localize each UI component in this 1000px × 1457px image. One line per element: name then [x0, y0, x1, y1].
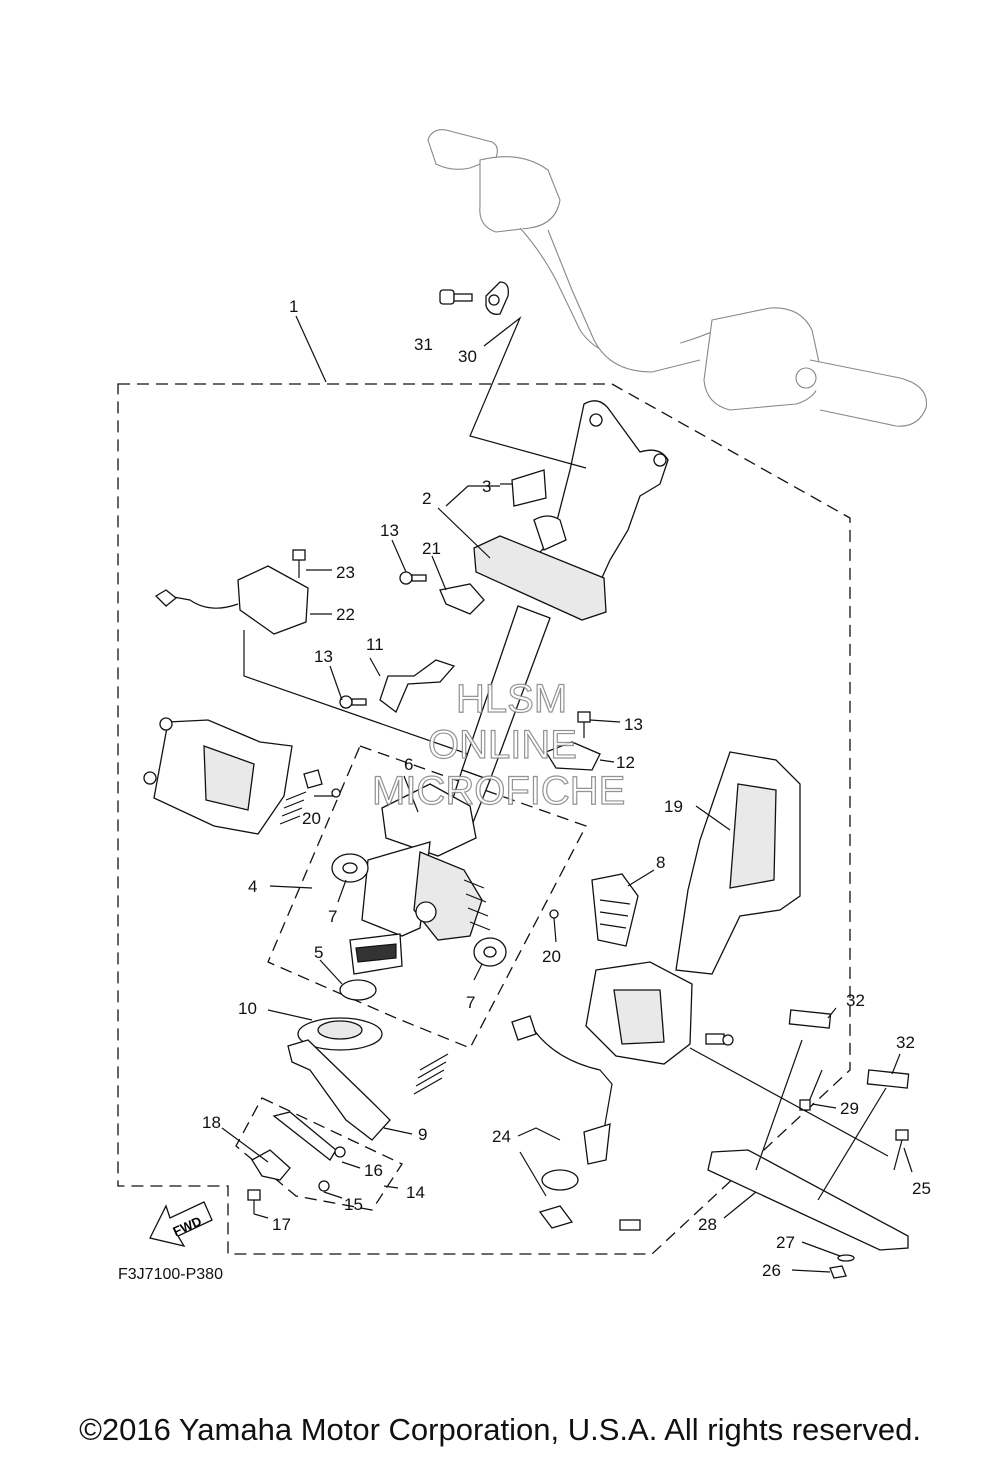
washer-20-right: [549, 909, 559, 919]
disc-10: [297, 1017, 383, 1051]
assembly-boundary: [117, 383, 851, 1255]
callout-20a: 20: [302, 809, 321, 828]
callout-24: 24: [492, 1127, 511, 1146]
bracket-12: [545, 741, 601, 771]
callout-9: 9: [418, 1125, 427, 1144]
callout-3: 3: [482, 477, 491, 496]
washer-27: [837, 1254, 855, 1262]
watermark: HLSM ONLINE MICROFICHE: [371, 676, 626, 813]
bolt-right-housing: [705, 1033, 734, 1046]
callout-1: 1: [289, 297, 298, 316]
callout-25: 25: [912, 1179, 931, 1198]
subassembly-boundary: [267, 745, 587, 1049]
callout-7a: 7: [328, 907, 337, 926]
callout-7b: 7: [466, 993, 475, 1012]
sensor-22: [154, 565, 309, 635]
callout-32a: 32: [846, 991, 865, 1010]
bracket-11: [379, 659, 456, 714]
handlebar-ghost: [427, 129, 928, 427]
callout-30: 30: [458, 347, 477, 366]
callout-18: 18: [202, 1113, 221, 1132]
shroud-19: [675, 751, 801, 975]
collar-3: [511, 469, 547, 507]
callout-27: 27: [776, 1233, 795, 1252]
actuator-8: [591, 873, 639, 947]
callout-17: 17: [272, 1215, 291, 1234]
callout-22: 22: [336, 605, 355, 624]
callout-8: 8: [656, 853, 665, 872]
column-assembly: [361, 783, 491, 941]
nut-26: [829, 1265, 847, 1279]
callout-31: 31: [414, 335, 433, 354]
bushing-7-right: [473, 937, 507, 967]
callout-23: 23: [336, 563, 355, 582]
bolt-13-right: [577, 711, 591, 738]
spring-center: [413, 1053, 449, 1095]
callout-14: 14: [406, 1183, 425, 1202]
watermark-line-3: MICROFICHE: [372, 769, 625, 813]
callout-21: 21: [422, 539, 441, 558]
callout-26: 26: [762, 1261, 781, 1280]
callout-13a: 13: [380, 521, 399, 540]
callout-19: 19: [664, 797, 683, 816]
callout-28: 28: [698, 1215, 717, 1234]
gear-nut: [349, 933, 403, 975]
callout-6: 6: [404, 755, 413, 774]
block-32-lower: [866, 1069, 910, 1089]
fwd-arrow: FWD: [149, 1201, 213, 1247]
bushing-7-left: [331, 853, 369, 883]
callout-2: 2: [422, 489, 431, 508]
right-housing: [585, 961, 693, 1065]
bolt-31: [439, 289, 473, 305]
parts-diagram: FWD: [117, 129, 931, 1280]
callout-20b: 20: [542, 947, 561, 966]
callout-12: 12: [616, 753, 635, 772]
callout-16: 16: [364, 1161, 383, 1180]
diagram-code: F3J7100-P380: [118, 1266, 223, 1283]
nut-15: [318, 1180, 330, 1192]
bolt-13-upper: [399, 571, 427, 585]
subassembly-14-boundary: [235, 1097, 403, 1211]
spring-left: [279, 769, 323, 825]
washer-20-left: [331, 788, 341, 798]
steering-bracket: [473, 400, 669, 621]
watermark-line-1: HLSM: [456, 677, 567, 721]
callout-4: 4: [248, 877, 257, 896]
callout-15: 15: [344, 1195, 363, 1214]
watermark-line-2: ONLINE: [428, 723, 577, 767]
bolt-25: [893, 1129, 909, 1171]
nut-16: [334, 1146, 346, 1158]
bolt-23: [292, 549, 306, 578]
copyright-notice: ©2016 Yamaha Motor Corporation, U.S.A. A…: [79, 1412, 921, 1447]
lever-9: [287, 1039, 391, 1141]
clamp-30: [485, 281, 509, 315]
plate-28: [707, 1149, 909, 1251]
callout-13c: 13: [624, 715, 643, 734]
plate-21: [439, 583, 485, 615]
callout-29: 29: [840, 1099, 859, 1118]
callout-32b: 32: [896, 1033, 915, 1052]
bolt-13-middle: [339, 695, 367, 709]
bracket-14: [272, 1111, 337, 1161]
callout-labels: 1 2 3 4 5 6 7 7 8 9 10 11 12 13 13 13 14…: [202, 297, 931, 1280]
callout-13b: 13: [314, 647, 333, 666]
bolt-17: [247, 1189, 261, 1214]
collar-5: [339, 979, 377, 1001]
cable-24: [511, 1015, 641, 1231]
left-housing: [143, 717, 293, 835]
block-32-upper: [788, 1009, 832, 1029]
leader-lines: [221, 315, 913, 1273]
callout-10: 10: [238, 999, 257, 1018]
callout-11: 11: [366, 635, 384, 654]
callout-5: 5: [314, 943, 323, 962]
bolt-29: [799, 1069, 823, 1111]
